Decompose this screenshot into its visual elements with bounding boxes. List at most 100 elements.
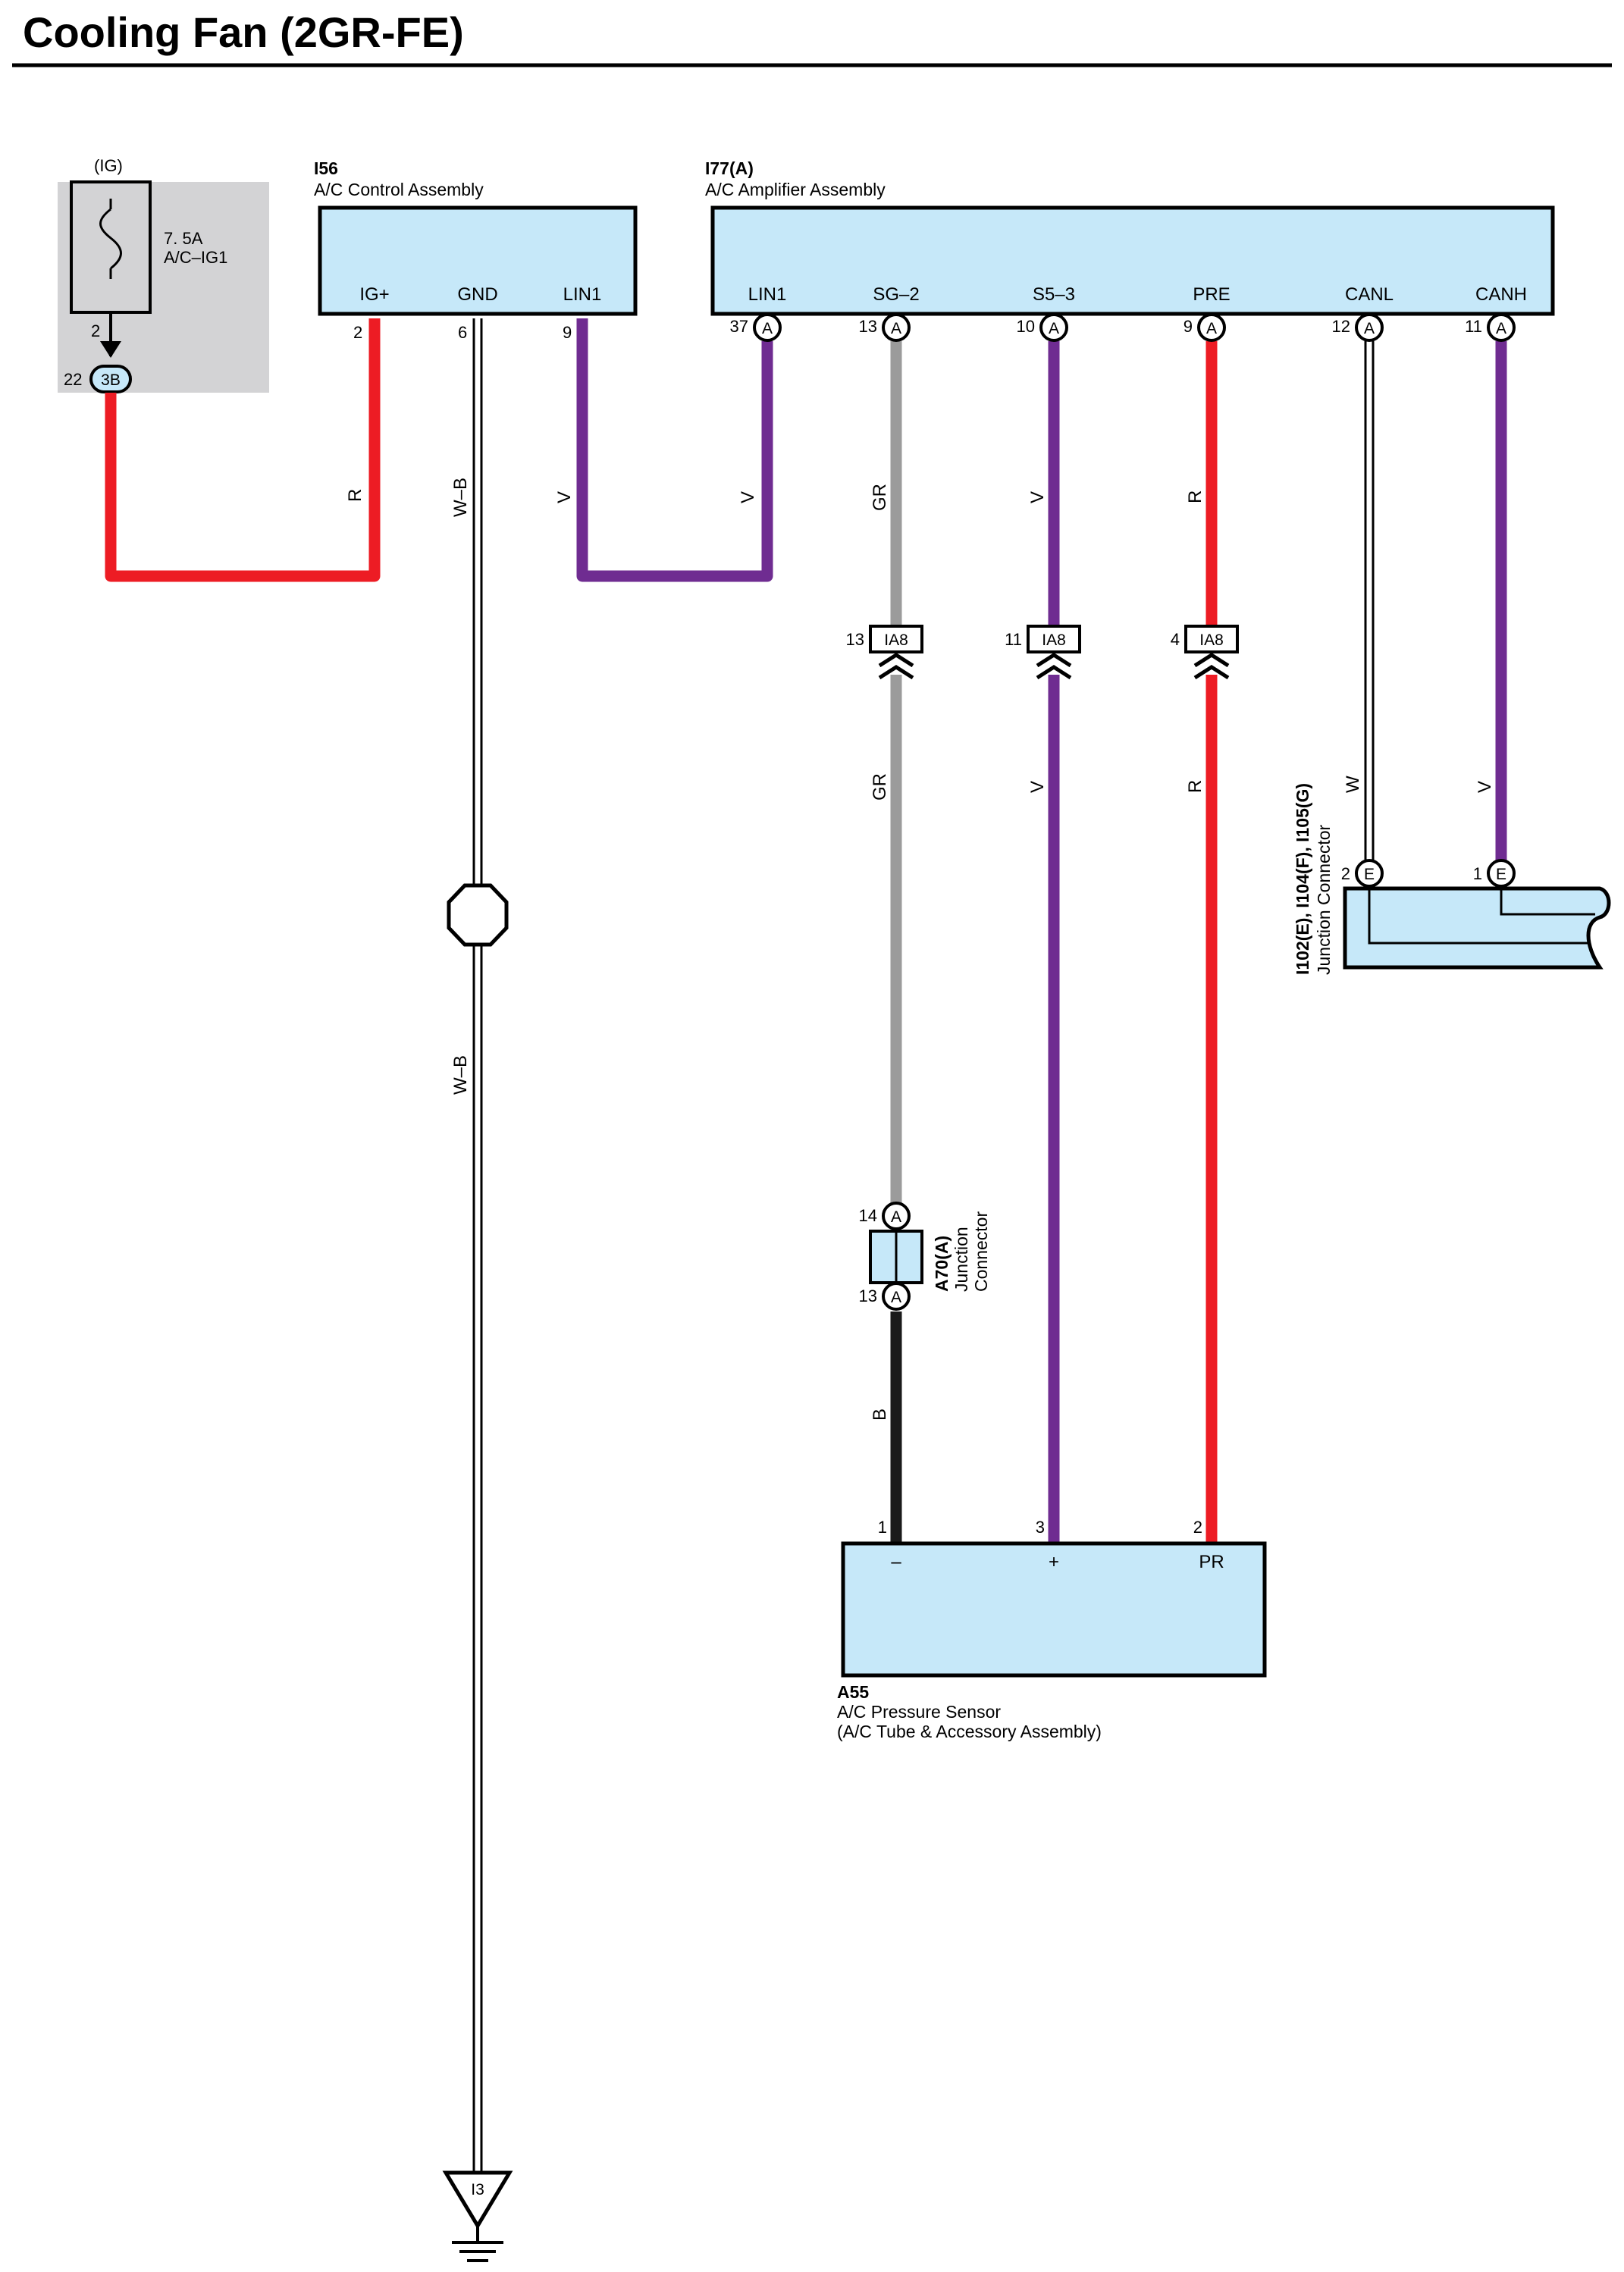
i56-box bbox=[318, 205, 638, 316]
wire-label-sg-mid: GR bbox=[870, 773, 890, 801]
junction-pin-connector-1 bbox=[1355, 859, 1384, 888]
i77-pin-connector-3 bbox=[1039, 313, 1068, 342]
i56-pin-num-3: 9 bbox=[563, 323, 572, 342]
junction-connector-i102: E E 2 1 I102(E), I104(F), I105(G) Juncti… bbox=[1293, 783, 1611, 975]
junction-3b-id: 3B bbox=[101, 371, 121, 389]
i77-pin-conn-6: A bbox=[1496, 320, 1506, 337]
wire-label-sensor-gnd: B bbox=[870, 1409, 890, 1421]
a55-pin-name-1: – bbox=[891, 1552, 901, 1572]
a70-name-line2: Connector bbox=[971, 1211, 991, 1292]
ia8-pin-2: 11 bbox=[1005, 630, 1022, 649]
junction-id: I102(E), I104(F), I105(G) bbox=[1293, 783, 1312, 975]
i56-pin-num-1: 2 bbox=[353, 323, 362, 342]
a55-pin-name-2: + bbox=[1049, 1552, 1059, 1572]
wire-label-lin-left: V bbox=[554, 491, 575, 503]
fuse-group-label: (IG) bbox=[94, 156, 123, 175]
i56-pin-name-3: LIN1 bbox=[563, 284, 602, 305]
i77-pin-conn-4: A bbox=[1206, 320, 1217, 337]
fuse-name: A/C–IG1 bbox=[164, 248, 227, 267]
double-chevron-icon bbox=[1193, 653, 1230, 680]
wire-label-lin-right: V bbox=[738, 491, 758, 503]
ia8-connector-3 bbox=[1184, 625, 1239, 653]
junction-pin-num-1: 2 bbox=[1341, 864, 1350, 883]
i56-name: A/C Control Assembly bbox=[314, 180, 484, 199]
a70-junction-connector: A A 14 13 A70(A) Junction Connector bbox=[859, 1202, 991, 1311]
double-chevron-icon bbox=[878, 653, 914, 680]
i56-id: I56 bbox=[314, 158, 338, 178]
i77-pin-name-3: S5–3 bbox=[1033, 284, 1075, 305]
i77-pin-num-4: 9 bbox=[1184, 317, 1193, 336]
i77-pin-num-5: 12 bbox=[1332, 317, 1350, 336]
ia8-id-3: IA8 bbox=[1199, 631, 1224, 649]
ia8-pin-1: 13 bbox=[846, 630, 864, 649]
ground-i3: I3 bbox=[442, 2170, 513, 2262]
ia8-connector-1 bbox=[869, 625, 923, 653]
junction-pin-num-2: 1 bbox=[1473, 864, 1482, 883]
ground-triangle-icon bbox=[442, 2170, 513, 2230]
wire-label-sg-top: GR bbox=[870, 484, 890, 511]
a55-name-2: (A/C Tube & Accessory Assembly) bbox=[837, 1722, 1102, 1741]
i77-pin-name-5: CANL bbox=[1345, 284, 1394, 305]
i77-pin-connector-6 bbox=[1487, 313, 1516, 342]
a70-pin-bottom-connector bbox=[882, 1282, 911, 1311]
i56-ac-control-assembly: I56 A/C Control Assembly IG+ GND LIN1 2 … bbox=[314, 158, 638, 342]
fuse-pin-num: 2 bbox=[91, 321, 100, 340]
i77-pin-name-2: SG–2 bbox=[873, 284, 919, 305]
wire-label-pre-mid: R bbox=[1185, 780, 1205, 793]
fuse-box-background bbox=[58, 182, 269, 393]
i77-pin-connector-5 bbox=[1355, 313, 1384, 342]
a55-pin-num-1: 1 bbox=[878, 1518, 887, 1537]
junction-pin-conn-1: E bbox=[1364, 866, 1375, 883]
a55-pin-num-2: 3 bbox=[1036, 1518, 1045, 1537]
i56-pin-name-2: GND bbox=[457, 284, 497, 305]
wire-label-ig-r: R bbox=[345, 489, 365, 502]
junction-pin-connector-2 bbox=[1487, 859, 1516, 888]
double-chevron-icon bbox=[1036, 653, 1072, 680]
i56-pin-num-2: 6 bbox=[458, 323, 467, 342]
i77-box bbox=[710, 205, 1555, 316]
i77-pin-num-1: 37 bbox=[730, 317, 748, 336]
i77-pin-connector-4 bbox=[1197, 313, 1226, 342]
i77-ac-amplifier-assembly: I77(A) A/C Amplifier Assembly LIN1 SG–2 … bbox=[705, 158, 1555, 342]
a55-pin-num-3: 2 bbox=[1193, 1518, 1202, 1537]
ia8-connector-2 bbox=[1027, 625, 1081, 653]
ia8-id-1: IA8 bbox=[884, 631, 908, 649]
i56-pin-name-1: IG+ bbox=[359, 284, 389, 305]
ia8-pin-3: 4 bbox=[1171, 630, 1180, 649]
wire-label-canl: W bbox=[1343, 776, 1363, 793]
a55-box bbox=[841, 1541, 1267, 1678]
i77-pin-num-6: 11 bbox=[1465, 317, 1482, 336]
i77-pin-num-2: 13 bbox=[859, 317, 877, 336]
a70-id: A70(A) bbox=[932, 1236, 952, 1292]
a70-conn-top: A bbox=[891, 1208, 901, 1226]
wire-label-canh: V bbox=[1475, 781, 1495, 793]
i77-pin-conn-2: A bbox=[891, 320, 901, 337]
a70-name-line1: Junction bbox=[952, 1227, 971, 1292]
junction-name: Junction Connector bbox=[1314, 824, 1334, 975]
a70-pin-top: 14 bbox=[859, 1206, 877, 1225]
wire-lin1-violet bbox=[576, 318, 773, 582]
i77-pin-name-4: PRE bbox=[1193, 284, 1230, 305]
ia8-id-2: IA8 bbox=[1042, 631, 1066, 649]
fuse-rating: 7. 5A bbox=[164, 229, 203, 248]
i77-pin-connector-1 bbox=[753, 313, 782, 342]
wire-label-s5-top: V bbox=[1027, 491, 1048, 503]
page-title: Cooling Fan (2GR-FE) bbox=[23, 8, 464, 56]
wire-label-gnd-bottom: W–B bbox=[450, 1055, 471, 1095]
arrow-down-icon bbox=[100, 341, 121, 358]
wire-ig-red bbox=[105, 318, 381, 582]
wire-label-pre-top: R bbox=[1185, 490, 1205, 503]
junction-connector-body bbox=[1343, 886, 1611, 970]
wire-label-gnd-top: W–B bbox=[450, 478, 471, 517]
a55-pin-name-3: PR bbox=[1199, 1552, 1224, 1572]
a55-name: A/C Pressure Sensor bbox=[837, 1702, 1001, 1722]
i77-pin-conn-5: A bbox=[1364, 320, 1375, 337]
a70-pin-top-connector bbox=[882, 1202, 911, 1230]
i77-name: A/C Amplifier Assembly bbox=[705, 180, 886, 199]
i77-pin-conn-1: A bbox=[762, 320, 773, 337]
a55-id: A55 bbox=[837, 1682, 869, 1702]
a70-pin-bottom: 13 bbox=[859, 1286, 877, 1305]
ia8-connectors: IA8 13 IA8 11 IA8 4 bbox=[846, 625, 1239, 680]
junction-pin-conn-2: E bbox=[1496, 866, 1506, 883]
